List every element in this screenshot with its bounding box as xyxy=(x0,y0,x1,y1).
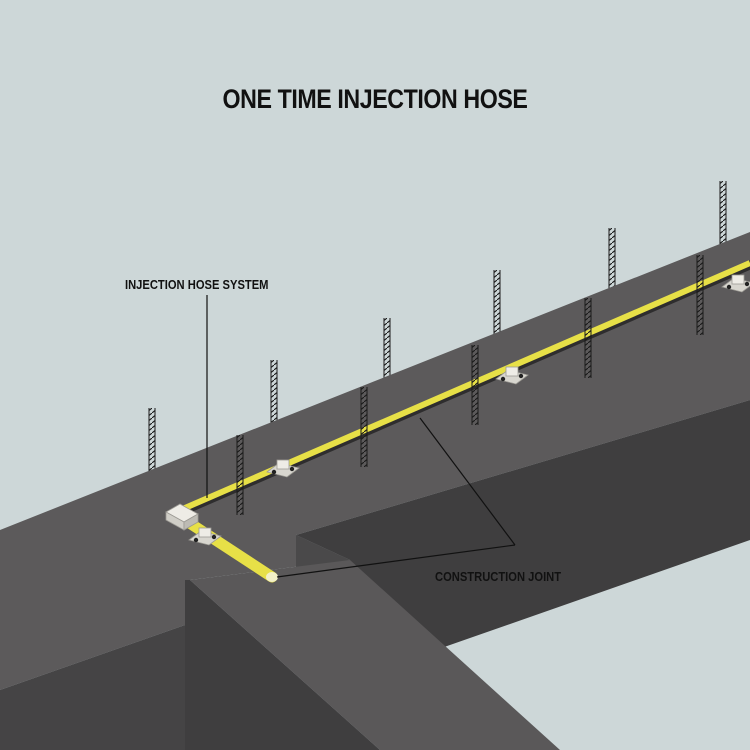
injection-hose-system-label: INJECTION HOSE SYSTEM xyxy=(125,277,269,292)
diagram-title: ONE TIME INJECTION HOSE xyxy=(222,84,528,114)
construction-joint-label: CONSTRUCTION JOINT xyxy=(435,569,562,584)
beam-front-face xyxy=(0,625,185,750)
hose-corner-connector xyxy=(165,503,199,531)
leader-lines xyxy=(206,295,516,578)
beam-side-face xyxy=(296,400,750,680)
branch-top-surface xyxy=(190,560,560,750)
leader-construction-joint-lower xyxy=(276,544,516,578)
leader-construction-joint-upper xyxy=(419,417,516,546)
branch-left-face xyxy=(185,580,380,750)
